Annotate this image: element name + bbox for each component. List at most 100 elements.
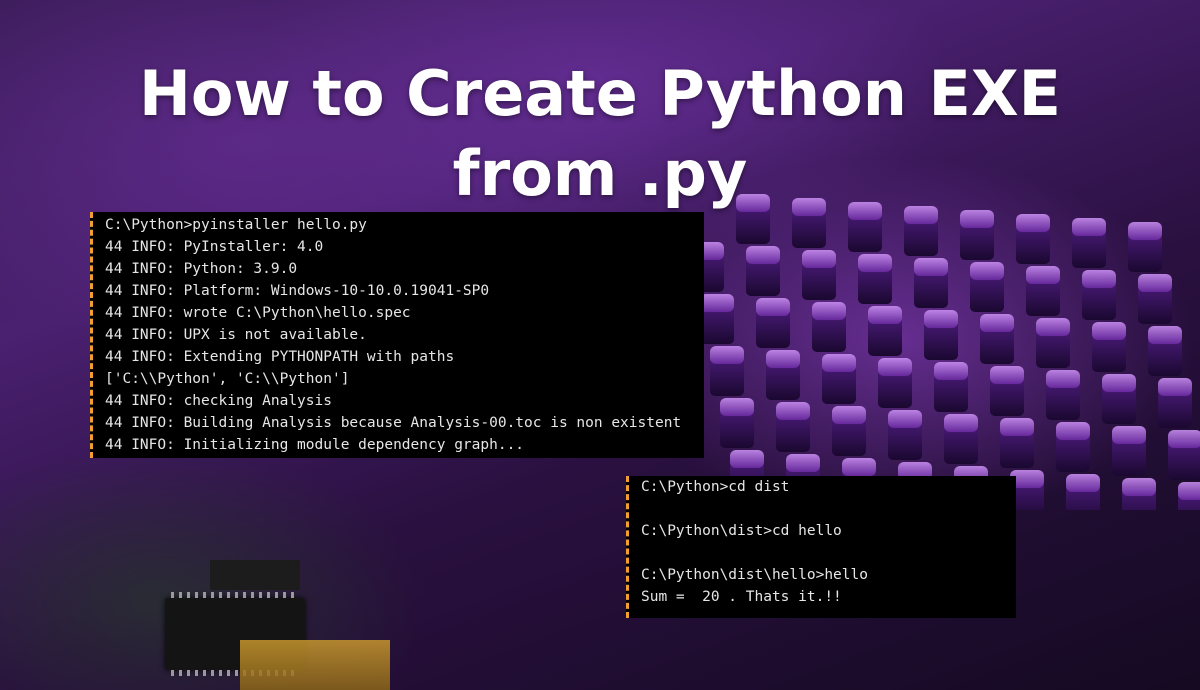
heatsink-fin: [710, 356, 744, 396]
heatsink-fin: [1000, 428, 1034, 468]
heatsink-fin: [1026, 276, 1060, 316]
heatsink-fin-top: [1128, 222, 1162, 240]
heatsink-fin-top: [700, 242, 724, 260]
heatsink-fin-top: [832, 406, 866, 424]
heatsink-fin-top: [924, 310, 958, 328]
heatsink-fin-top: [848, 202, 882, 220]
heatsink-fin: [944, 424, 978, 464]
heatsink-fin: [1016, 224, 1050, 264]
heatsink-fin-top: [1046, 370, 1080, 388]
heatsink-fin: [1102, 384, 1136, 424]
heatsink-fin-top: [888, 410, 922, 428]
heatsink-fin-top: [776, 402, 810, 420]
terminal-line: 44 INFO: Python: 3.9.0: [105, 261, 298, 277]
heatsink-fin-top: [1112, 426, 1146, 444]
heatsink-fin: [1138, 284, 1172, 324]
terminal-line: 44 INFO: Building Analysis because Analy…: [105, 415, 682, 431]
heatsink-fin: [1158, 388, 1192, 428]
heatsink-fin: [960, 220, 994, 260]
heatsink-fin: [868, 316, 902, 356]
circuit-chip-small: [210, 560, 300, 590]
heatsink-fin-top: [812, 302, 846, 320]
heatsink-fin-top: [1036, 318, 1070, 336]
heatsink-fin-top: [934, 362, 968, 380]
heatsink-fin: [736, 204, 770, 244]
heatsink-fin: [1082, 280, 1116, 320]
terminal-line: 44 INFO: UPX is not available.: [105, 327, 367, 343]
heatsink-fin-top: [1138, 274, 1172, 292]
pcb-gold-pad: [240, 640, 390, 690]
heatsink-fin: [1112, 436, 1146, 476]
heatsink-fin-top: [1072, 218, 1106, 236]
heatsink-fin: [1046, 380, 1080, 420]
terminal-line: 44 INFO: Platform: Windows-10-10.0.19041…: [105, 283, 490, 299]
heatsink-fin: [1056, 432, 1090, 472]
terminal-line: 44 INFO: PyInstaller: 4.0: [105, 239, 324, 255]
terminal-line: C:\Python>pyinstaller hello.py: [105, 217, 367, 233]
heatsink-fin-top: [746, 246, 780, 264]
heatsink-fin-top: [786, 454, 820, 472]
terminal-line: 44 INFO: Extending PYTHONPATH with paths: [105, 349, 455, 365]
heatsink-fin-top: [730, 450, 764, 468]
heatsink-fin-top: [1056, 422, 1090, 440]
heatsink-fin: [878, 368, 912, 408]
heatsink-fin-top: [858, 254, 892, 272]
heatsink-fin-top: [792, 198, 826, 216]
terminal-pyinstaller-output: C:\Python>pyinstaller hello.py 44 INFO: …: [90, 212, 704, 458]
heatsink-fin-top: [756, 298, 790, 316]
heatsink-fin: [802, 260, 836, 300]
heatsink-fin-top: [766, 350, 800, 368]
heatsink-fin-top: [914, 258, 948, 276]
heatsink-fin-top: [960, 210, 994, 228]
heatsink-fin-top: [1158, 378, 1192, 396]
heatsink-fin: [766, 360, 800, 400]
heatsink-fin: [812, 312, 846, 352]
heatsink-fin-top: [700, 294, 734, 312]
title-line-2: from .py: [452, 137, 748, 210]
heatsink-fin: [1072, 228, 1106, 268]
heatsink-fin-top: [980, 314, 1014, 332]
heatsink-fin-top: [736, 194, 770, 212]
heatsink-fin-top: [944, 414, 978, 432]
heatsink-fin-top: [710, 346, 744, 364]
heatsink-fin: [888, 420, 922, 460]
heatsink-fin-top: [990, 366, 1024, 384]
heatsink-fin-top: [1178, 482, 1200, 500]
heatsink-fin: [934, 372, 968, 412]
heatsink-fin: [904, 216, 938, 256]
heatsink-fin-top: [1010, 470, 1044, 488]
terminal-line: 44 INFO: checking Analysis: [105, 393, 332, 409]
heatsink-fin-top: [822, 354, 856, 372]
heatsink-fin-top: [878, 358, 912, 376]
heatsink-fin: [1092, 332, 1126, 372]
terminal-line: C:\Python\dist>cd hello: [641, 523, 842, 539]
heatsink-fin: [1036, 328, 1070, 368]
heatsink-fin-top: [1122, 478, 1156, 496]
heatsink-fin: [1168, 440, 1200, 480]
heatsink-fin: [746, 256, 780, 296]
heatsink-fin: [980, 324, 1014, 364]
heatsink-fin: [822, 364, 856, 404]
heatsink-fin: [1148, 336, 1182, 376]
heatsink-fin: [700, 252, 724, 292]
terminal-line: [641, 498, 1016, 520]
heatsink-fin-top: [868, 306, 902, 324]
heatsink-fin: [914, 268, 948, 308]
heatsink-fin: [776, 412, 810, 452]
title-line-1: How to Create Python EXE: [138, 57, 1061, 130]
heatsink-fin: [924, 320, 958, 360]
heatsink-fin-top: [842, 458, 876, 476]
terminal-line: Sum = 20 . Thats it.!!: [641, 589, 842, 605]
terminal-line: C:\Python>cd dist: [641, 479, 790, 495]
heatsink-fins-graphic: [700, 194, 1200, 510]
heatsink-fin-top: [898, 462, 932, 480]
heatsink-fin-top: [1000, 418, 1034, 436]
heatsink-fin: [990, 376, 1024, 416]
heatsink-fin-top: [1026, 266, 1060, 284]
heatsink-fin: [756, 308, 790, 348]
page-title: How to Create Python EXE from .py: [0, 54, 1200, 214]
heatsink-fin-top: [1102, 374, 1136, 392]
heatsink-fin: [792, 208, 826, 248]
heatsink-fin: [832, 416, 866, 456]
heatsink-fin-top: [720, 398, 754, 416]
